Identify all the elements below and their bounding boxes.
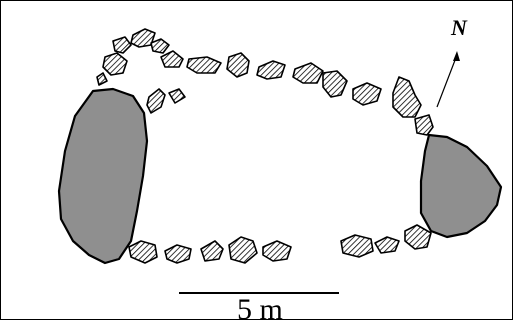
stone: [200, 240, 224, 262]
stone: [186, 56, 222, 74]
north-arrow: N: [436, 15, 468, 108]
large-stone-east: [419, 133, 503, 239]
stone: [228, 236, 258, 264]
stone: [292, 62, 324, 84]
stone: [150, 38, 170, 54]
stone: [168, 88, 186, 104]
stone: [102, 52, 128, 76]
stone: [374, 236, 400, 254]
scale-bar: 5 m: [179, 292, 339, 321]
stone: [352, 82, 382, 106]
stone: [322, 70, 348, 98]
stone: [340, 234, 374, 258]
stone: [96, 72, 108, 86]
stone: [256, 60, 286, 80]
scale-bar-label: 5 m: [237, 293, 283, 321]
stone: [112, 36, 132, 54]
stone: [404, 224, 432, 250]
north-label: N: [450, 15, 468, 40]
stone: [164, 244, 192, 264]
large-stone-west: [57, 87, 149, 265]
south-arc-stones: [128, 224, 432, 264]
stone: [128, 240, 158, 264]
north-arc-stones: [96, 28, 434, 136]
stone: [160, 50, 184, 68]
stone: [392, 76, 422, 118]
stone: [414, 114, 434, 136]
stone: [146, 88, 166, 114]
stone: [262, 240, 292, 262]
stone: [226, 52, 250, 78]
